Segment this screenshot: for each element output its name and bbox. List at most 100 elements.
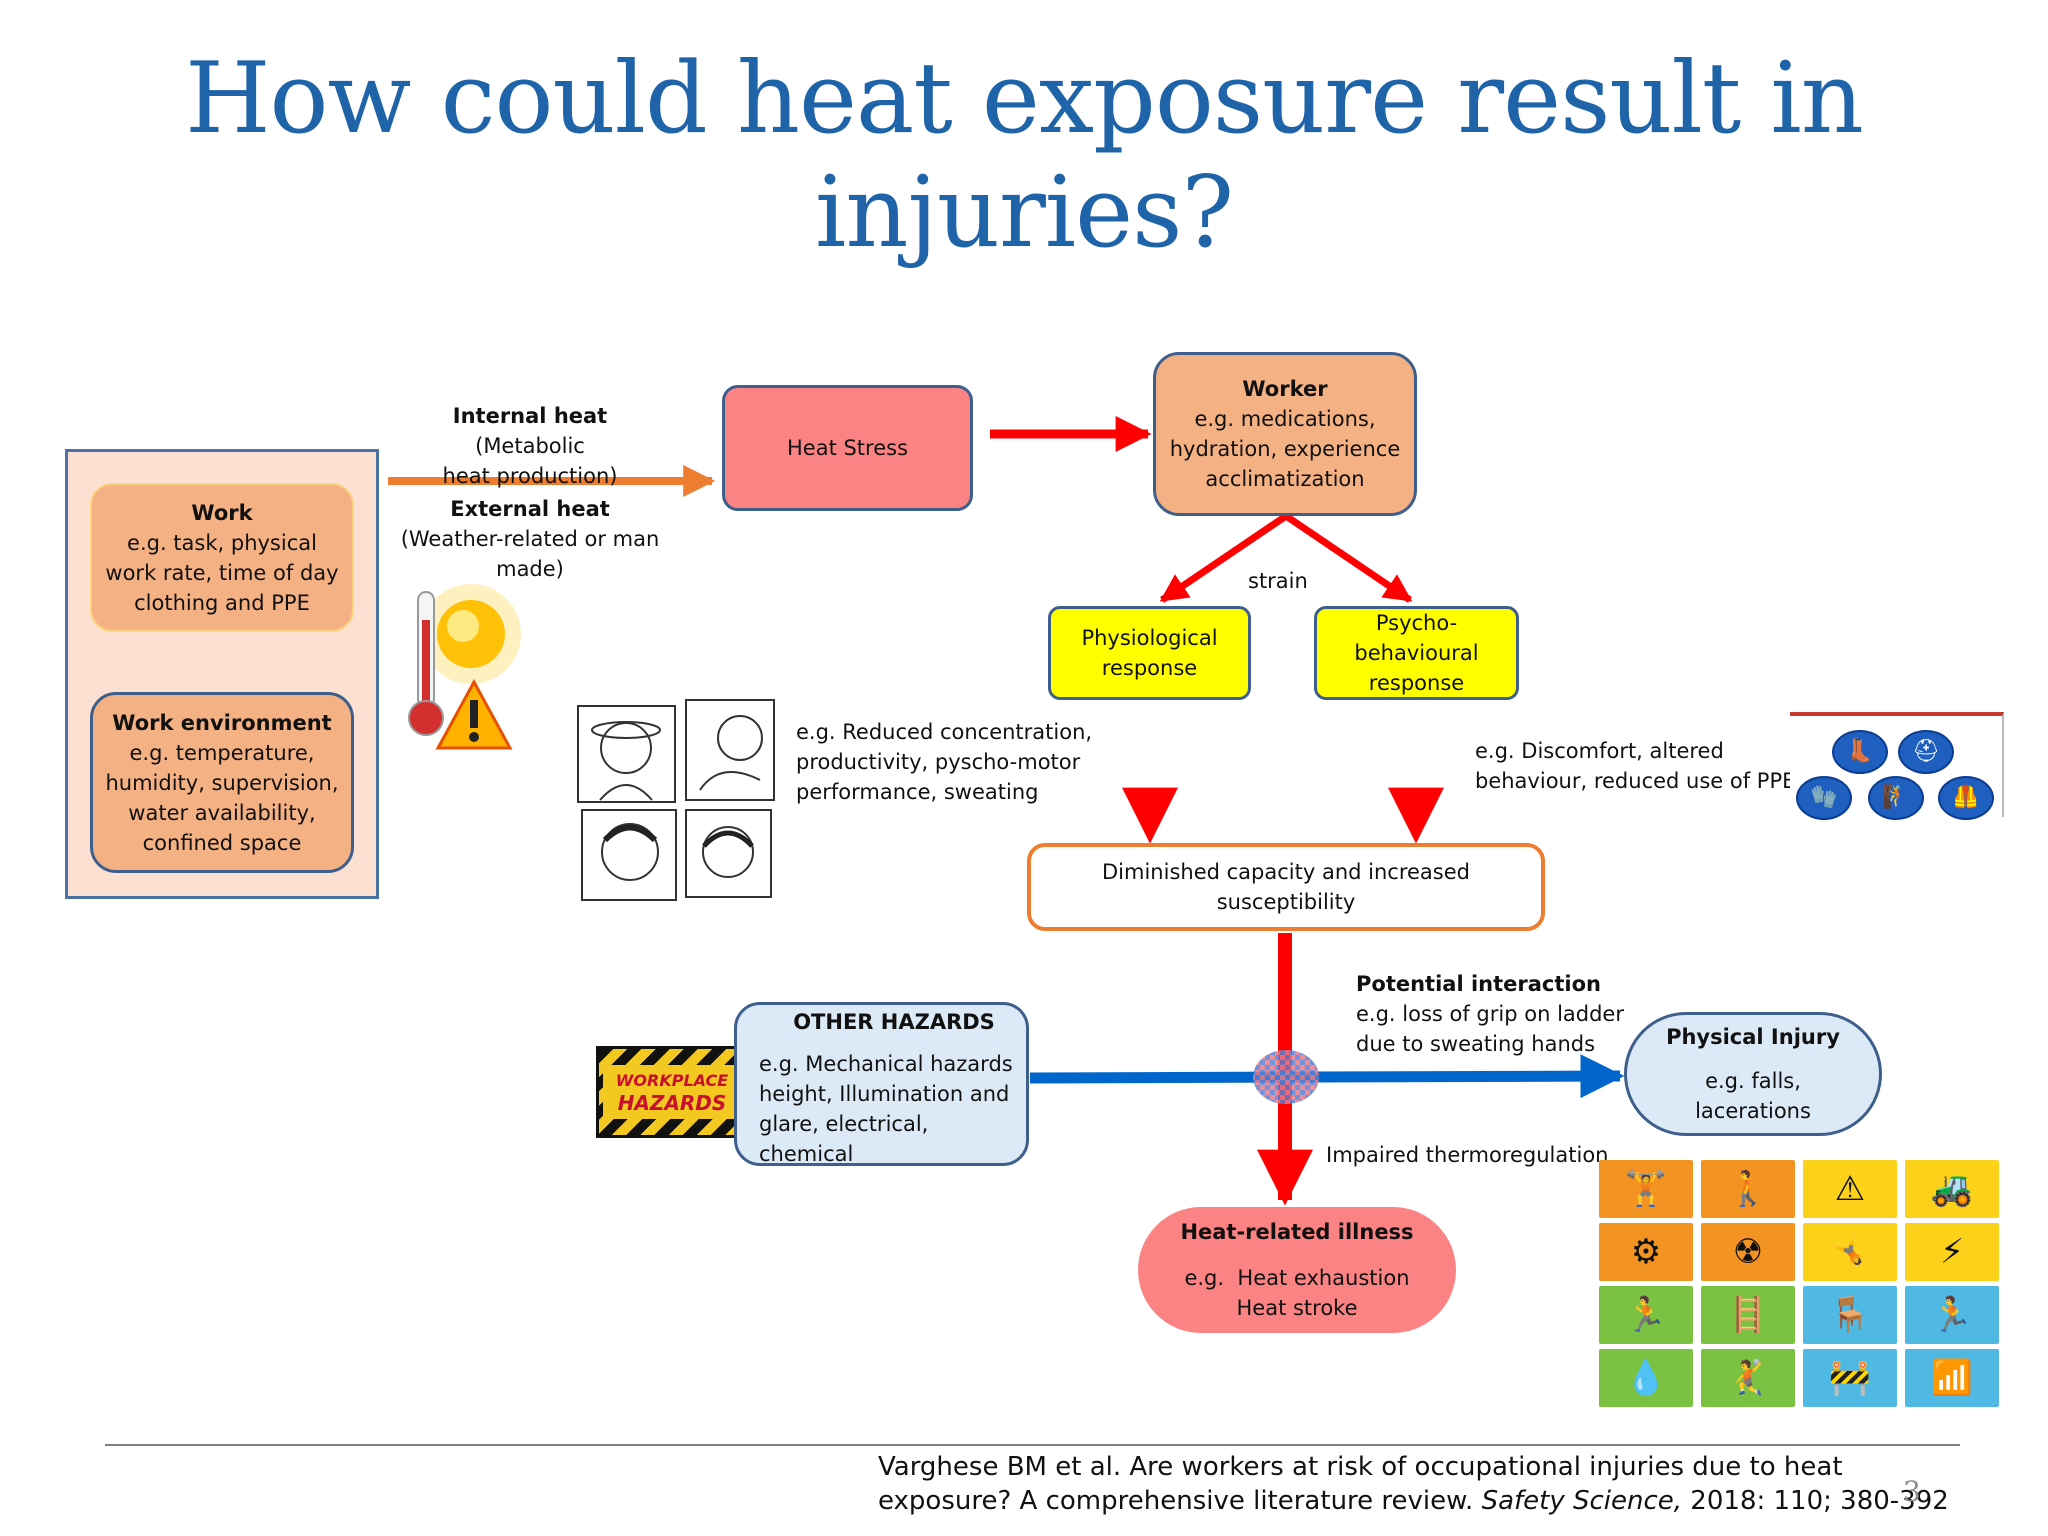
work-env-line: e.g. temperature, [129,740,315,765]
internal-heat-label: Internal heat (Metabolic heat production… [400,401,660,491]
internal-heat-text: heat production) [442,464,618,488]
work-environment-box: Work environment e.g. temperature, humid… [90,692,354,873]
physio-example-line: productivity, pyscho-motor [796,750,1081,774]
other-hazards-box: OTHER HAZARDS e.g. Mechanical hazards he… [734,1002,1029,1166]
external-heat-text: (Weather-related or man [400,527,660,551]
machine-icon: ⚙ [1599,1223,1693,1281]
safety-boots-icon: 👢 [1832,730,1888,774]
gloves-icon: 🧤 [1796,776,1852,820]
citation-line: Varghese BM et al. Are workers at risk o… [878,1452,1843,1482]
work-line: clothing and PPE [134,590,310,615]
other-hazards-line: height, Illumination and [759,1082,1010,1106]
page-number: 3 [1903,1475,1921,1508]
internal-heat-text: (Metabolic [475,434,585,458]
internal-heat-bold: Internal heat [452,404,608,428]
citation: Varghese BM et al. Are workers at risk o… [878,1450,1949,1518]
psycho-line: Psycho- [1375,611,1458,635]
potential-interaction-label: Potential interaction e.g. loss of grip … [1356,969,1624,1059]
work-env-line: humidity, supervision, [105,770,339,795]
physical-injury-line: lacerations [1695,1099,1811,1123]
hazard-to-injury-arrow [1029,1054,1625,1099]
hazard-sign-line: WORKPLACE [615,1071,729,1090]
slip-icon: 🤸 [1803,1223,1897,1281]
ppe-icons-panel: 👢 ⛑ 🧤 🧗 🦺 [1790,712,2004,820]
psycho-example-line: e.g. Discomfort, altered [1475,739,1724,763]
physiological-examples: e.g. Reduced concentration, productivity… [796,717,1092,807]
physical-injury-title: Physical Injury [1666,1025,1840,1049]
worker-line: acclimatization [1205,467,1365,491]
strain-arrow-right [1284,513,1413,603]
potential-title: Potential interaction [1356,972,1601,996]
external-heat-label: External heat (Weather-related or man ma… [400,494,660,584]
citation-line: exposure? A comprehensive literature rev… [878,1484,1949,1518]
psychobehavioural-response-box: Psycho- behavioural response [1314,606,1519,700]
heat-stress-box: Heat Stress [722,385,973,511]
impaired-thermoregulation-label: Impaired thermoregulation [1326,1143,1609,1167]
trip-icon: 🏃 [1599,1286,1693,1344]
interaction-node [1253,1050,1319,1104]
diminished-label: Diminished capacity and increased suscep… [1102,860,1470,914]
external-heat-text: made) [496,557,564,581]
physio-line: Physiological [1081,626,1218,650]
heat-illness-title: Heat-related illness [1180,1220,1414,1244]
psycho-example-line: behaviour, reduced use of PPE [1475,769,1796,793]
physio-line: response [1101,656,1198,680]
work-line: e.g. task, physical [127,530,317,555]
electric-shock-icon: ⚡ [1905,1223,1999,1281]
physio-example-line: e.g. Reduced concentration, [796,720,1093,744]
citation-text: 2018: 110; 380-392 [1682,1486,1949,1516]
work-box: Work e.g. task, physical work rate, time… [90,483,354,632]
worker-walking-icon: 🚶 [1701,1160,1795,1218]
physical-injury-box: Physical Injury e.g. falls, lacerations [1624,1012,1882,1136]
ladder-fall-icon: 🪜 [1701,1286,1795,1344]
strain-arrow-left [1159,513,1288,603]
vest-icon: 🦺 [1938,776,1994,820]
worker-lifting-icon: 🏋 [1599,1160,1693,1218]
other-hazards-line: glare, electrical, chemical [759,1112,929,1166]
other-hazards-line: e.g. Mechanical hazards [759,1052,1013,1076]
psycho-line: behavioural [1354,641,1479,665]
injury-pictogram-grid: 🏋🚶⚠🚜⚙☢🤸⚡🏃🪜🪑🏃💧🤾🚧📶 [1599,1160,2003,1410]
hazard-box-icon: ☢ [1701,1223,1795,1281]
run-icon: 🏃 [1905,1286,1999,1344]
harness-icon: 🧗 [1868,776,1924,820]
diminished-capacity-box: Diminished capacity and increased suscep… [1027,843,1545,931]
slip-fall-icon: 🤾 [1701,1349,1795,1407]
heat-stress-label: Heat Stress [786,436,909,460]
work-env-line: confined space [142,830,302,855]
work-title: Work [191,500,253,525]
workplace-hazards-sign: WORKPLACE HAZARDS [596,1046,748,1138]
psycho-line: response [1368,671,1465,695]
stairs-fall-icon: 📶 [1905,1349,1999,1407]
slide-title: How could heat exposure result in injuri… [185,42,1864,270]
worker-title: Worker [1242,377,1328,401]
physical-injury-line: e.g. falls, [1705,1069,1801,1093]
external-heat-bold: External heat [450,497,610,521]
heat-illness-line: e.g. Heat exhaustion [1184,1266,1410,1290]
physio-example-line: performance, sweating [796,780,1039,804]
vehicle-icon: 🚜 [1905,1160,1999,1218]
hazard-sign-line: HAZARDS [617,1091,727,1115]
potential-line: e.g. loss of grip on ladder [1356,1002,1624,1026]
physiological-response-box: Physiological response [1048,606,1251,700]
heat-related-illness-box: Heat-related illness e.g. Heat exhaustio… [1138,1207,1456,1333]
citation-journal: Safety Science, [1481,1486,1683,1516]
hard-hat-icon: ⛑ [1898,730,1954,774]
falling-object-icon: ⚠ [1803,1160,1897,1218]
work-line: work rate, time of day [105,560,339,585]
obstacle-trip-icon: 🚧 [1803,1349,1897,1407]
other-hazards-title: OTHER HAZARDS [793,1010,995,1034]
worker-line: hydration, experience [1169,437,1401,461]
strain-label: strain [1248,569,1308,593]
potential-line: due to sweating hands [1356,1032,1596,1056]
work-env-title: Work environment [112,710,332,735]
psychobehavioural-examples: e.g. Discomfort, altered behaviour, redu… [1475,736,1795,796]
worker-line: e.g. medications, [1194,407,1376,431]
wet-floor-icon: 💧 [1599,1349,1693,1407]
heat-symptoms-illustration [577,699,775,901]
thermometer-sun-icon [408,584,521,750]
heat-illness-line: Heat stroke [1236,1296,1358,1320]
work-env-line: water availability, [128,800,316,825]
worker-box: Worker e.g. medications, hydration, expe… [1153,352,1417,516]
